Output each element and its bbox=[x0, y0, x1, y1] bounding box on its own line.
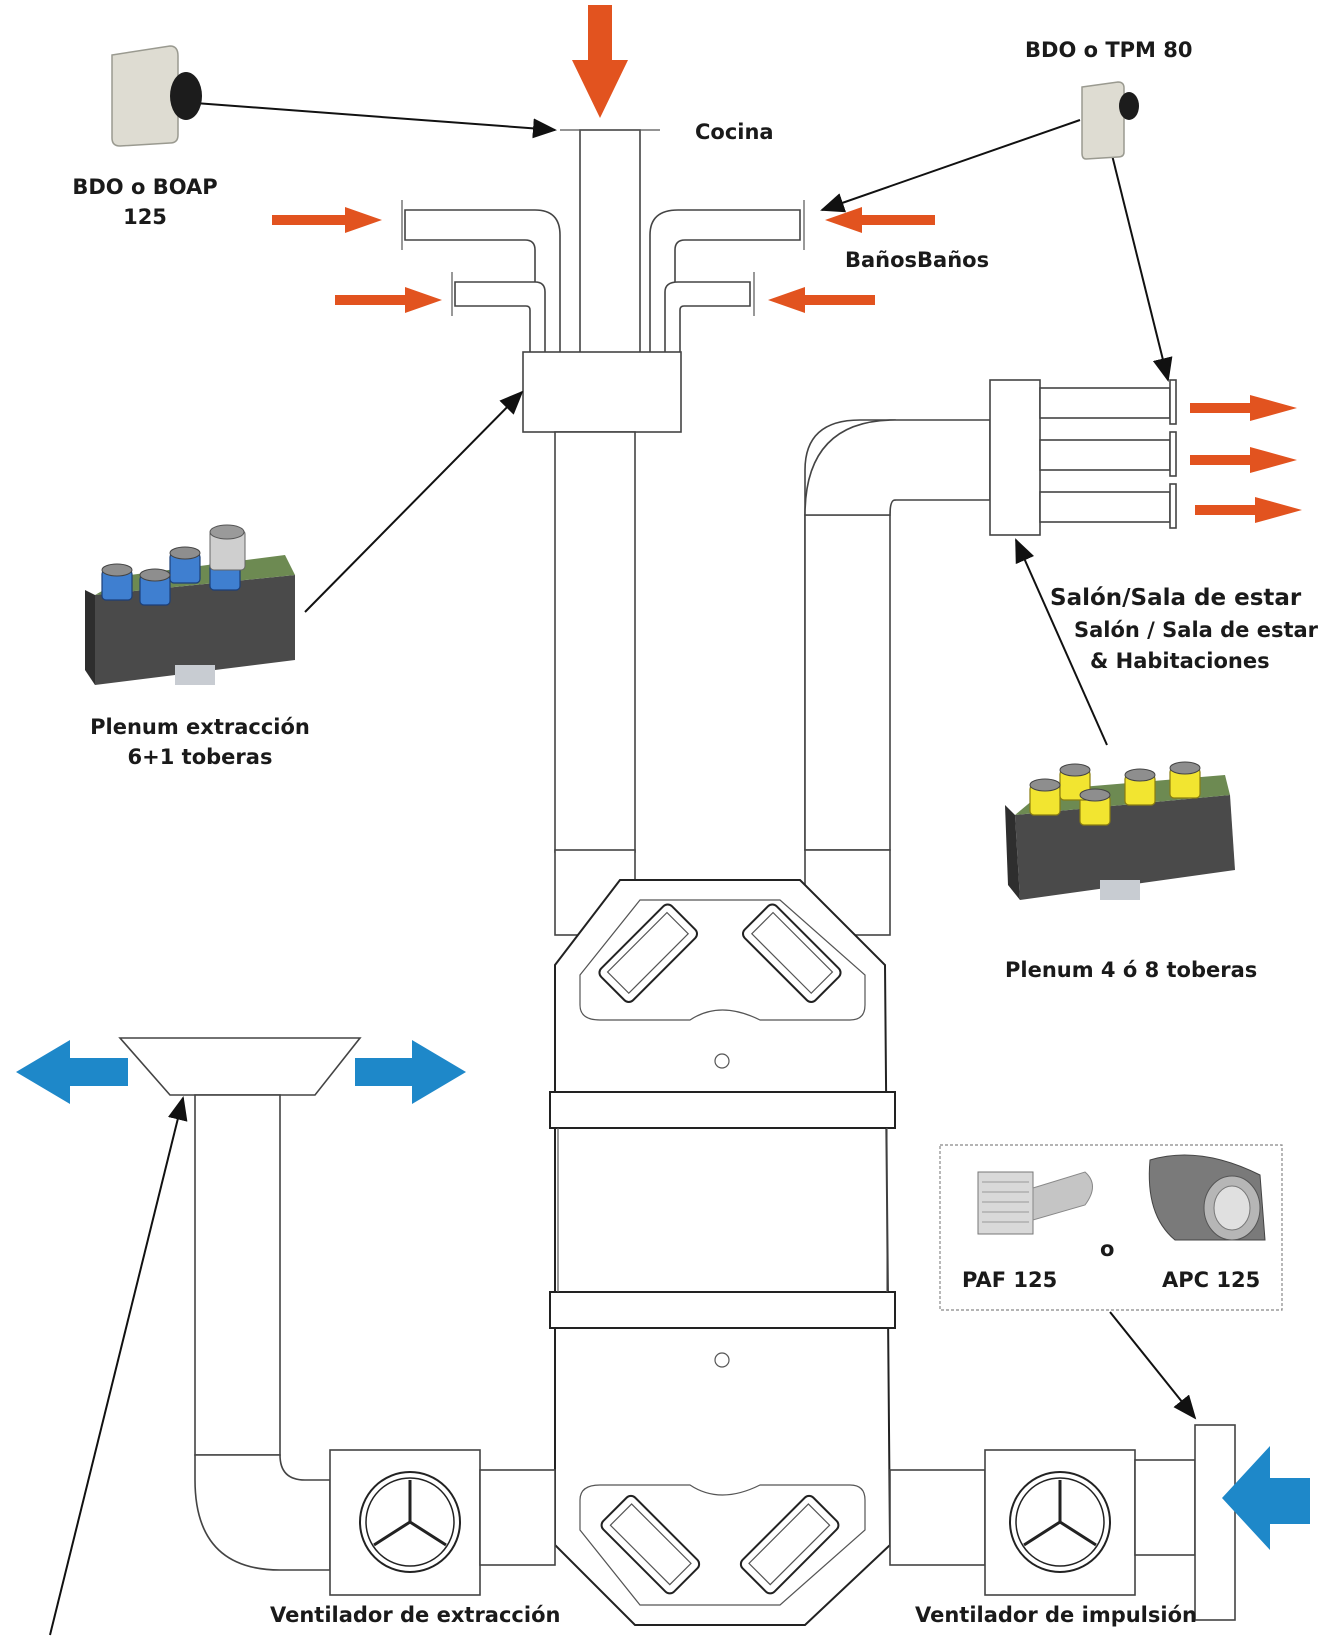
label-fan-impulsion: Ventilador de impulsión bbox=[915, 1603, 1197, 1627]
label-plenum-4-8: Plenum 4 ó 8 toberas bbox=[1005, 958, 1258, 982]
fan-supply bbox=[1009, 1471, 1111, 1573]
label-paf: PAF 125 bbox=[962, 1268, 1058, 1292]
label-banos: BañosBaños bbox=[845, 248, 990, 272]
label-bdo-boap-line2: 125 bbox=[123, 205, 167, 229]
label-cocina: Cocina bbox=[695, 120, 774, 144]
supply-duct-network bbox=[804, 379, 1177, 936]
wall-vent-icon-small bbox=[1081, 81, 1139, 160]
label-bdo-boap-line1: BDO o BOAP bbox=[72, 175, 218, 199]
wall-vent-icon bbox=[111, 45, 202, 147]
label-plenum-extraccion-line2: 6+1 toberas bbox=[127, 745, 273, 769]
label-salon-2: Salón / Sala de estar bbox=[1074, 618, 1319, 642]
accessory-box bbox=[939, 1144, 1283, 1311]
plenum-box-icon-supply bbox=[1005, 761, 1235, 900]
heat-recovery-unit bbox=[549, 879, 896, 1626]
weather-cowl-icon bbox=[1148, 1154, 1266, 1241]
label-plenum-extraccion: Plenum extracción 6+1 toberas bbox=[90, 712, 310, 772]
label-bdo-tpm: BDO o TPM 80 bbox=[1025, 38, 1193, 62]
fan-extraction bbox=[359, 1471, 461, 1573]
label-fan-extraccion: Ventilador de extracción bbox=[270, 1603, 561, 1627]
label-salon-1: Salón/Sala de estar bbox=[1050, 585, 1302, 611]
label-bdo-boap: BDO o BOAP 125 bbox=[60, 172, 230, 232]
label-apc: APC 125 bbox=[1162, 1268, 1261, 1292]
louvre-grille-icon bbox=[977, 1171, 1093, 1235]
label-plenum-extraccion-line1: Plenum extracción bbox=[90, 715, 310, 739]
label-salon-3: & Habitaciones bbox=[1090, 649, 1270, 673]
extract-duct-network bbox=[401, 129, 805, 936]
extract-air-arrows bbox=[272, 5, 1302, 523]
leader-lines bbox=[49, 102, 1197, 1636]
outdoor-air-arrows bbox=[16, 1040, 1310, 1550]
label-o: o bbox=[1100, 1237, 1115, 1261]
plenum-box-icon bbox=[85, 524, 295, 685]
